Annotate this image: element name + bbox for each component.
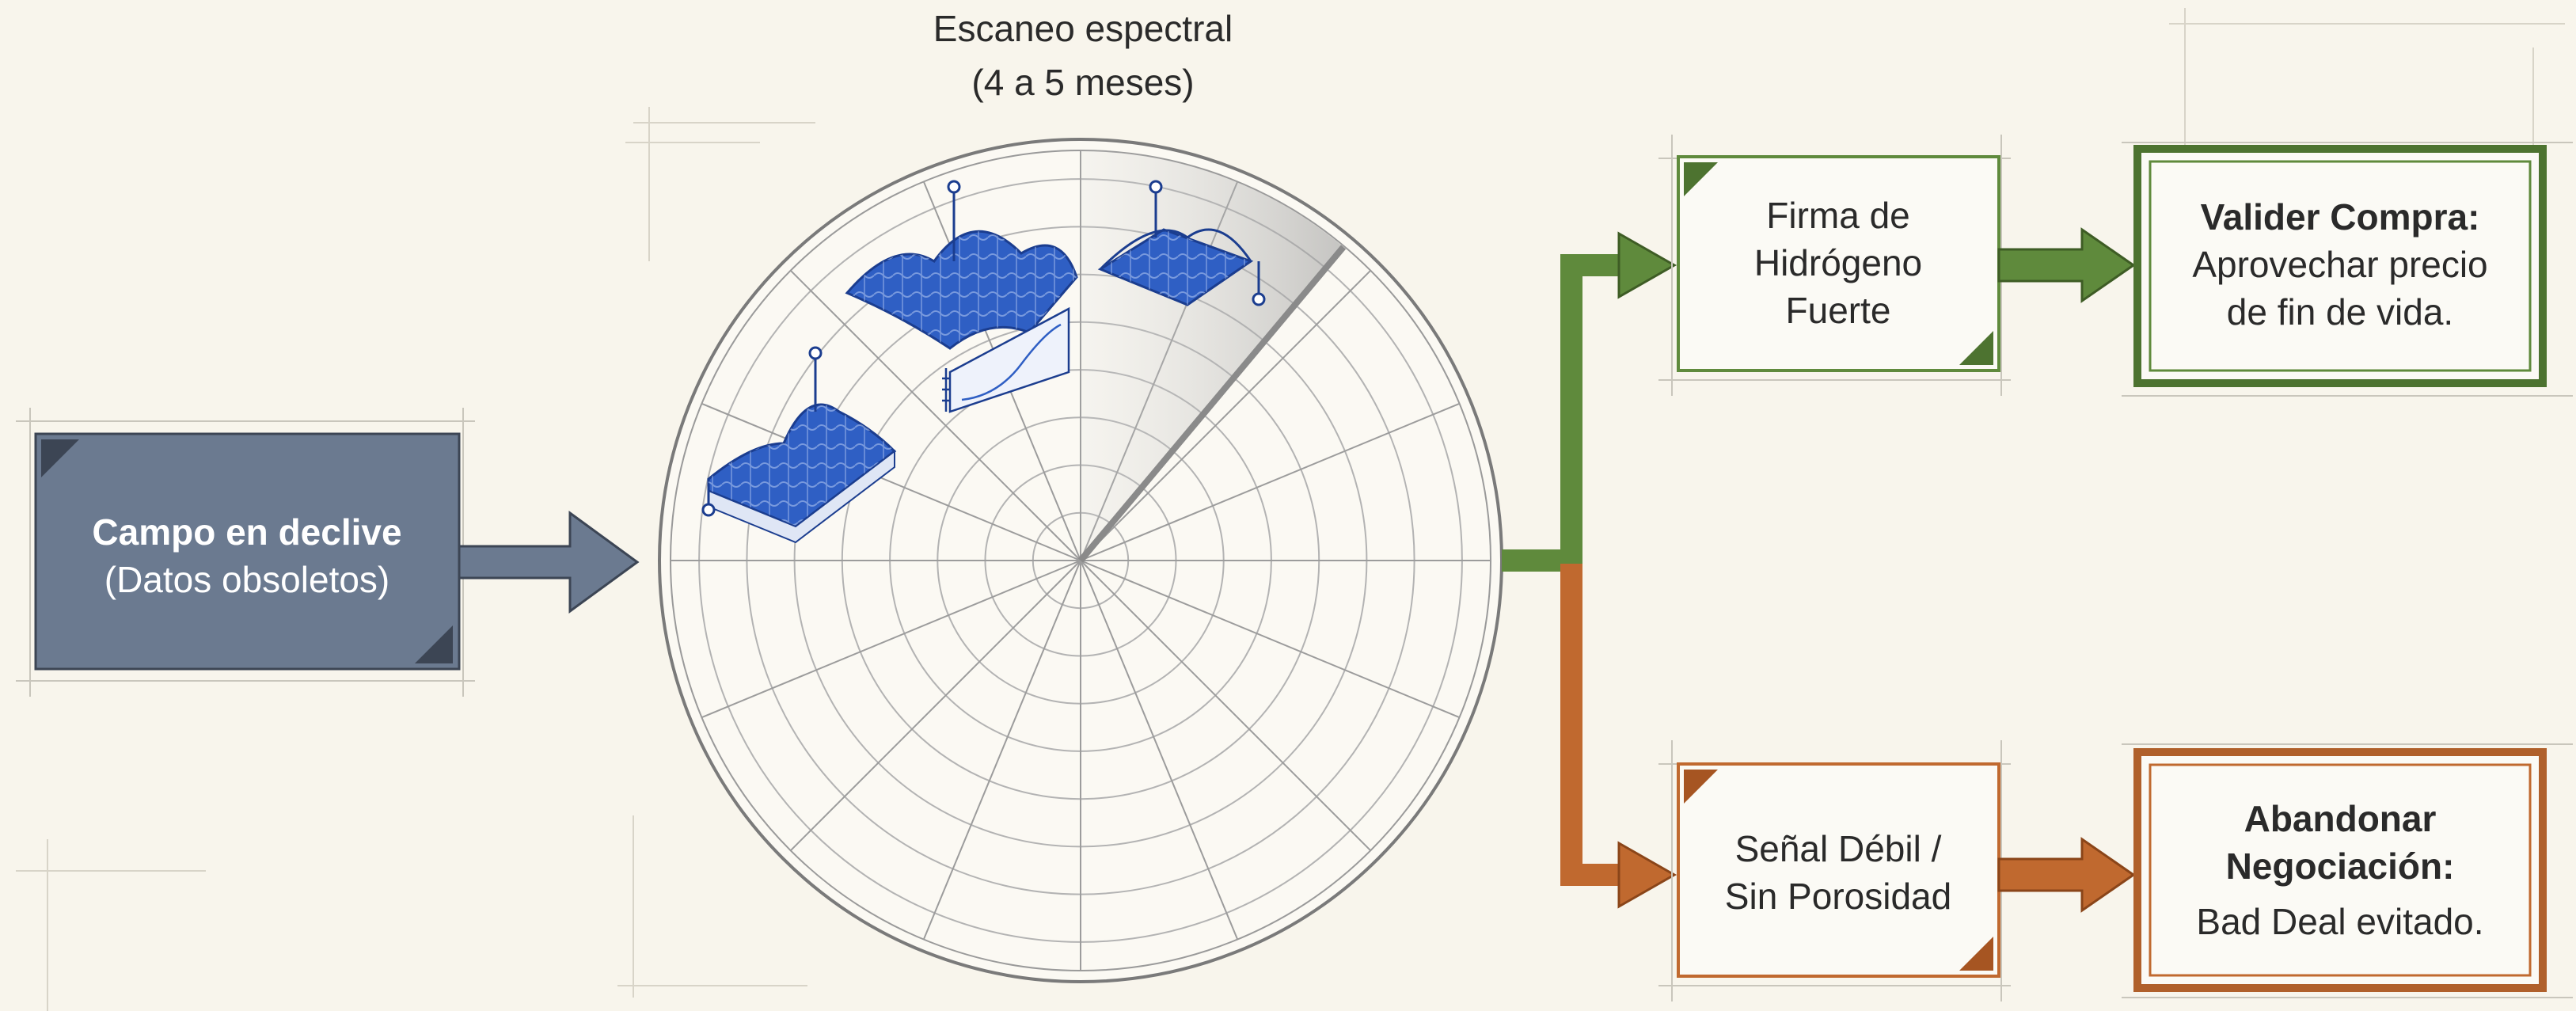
orange-connector	[1560, 564, 1623, 886]
grid-spoke	[1080, 560, 1239, 940]
scan-subtitle: (4 a 5 meses)	[971, 62, 1194, 103]
result-box-abandon	[2133, 748, 2547, 992]
lower-condition-node: Señal Débil / Sin Porosidad	[1658, 740, 2011, 1001]
grid-spoke	[701, 402, 1081, 561]
corner-marker	[1959, 937, 1993, 971]
condition-strong-line-3: Fuerte	[1786, 290, 1891, 331]
input-box-subtitle: (Datos obsoletos)	[104, 559, 390, 600]
sweep-line	[1077, 245, 1347, 563]
upper-condition-node: Firma de Hidrógeno Fuerte	[1658, 135, 2011, 396]
condition-strong-line-1: Firma de	[1766, 195, 1909, 236]
corner-marker	[415, 625, 453, 663]
corner-marker	[1684, 770, 1718, 804]
surface-plot-icon	[1097, 180, 1266, 306]
input-box-title: Campo en declive	[92, 511, 401, 553]
corner-marker	[1959, 331, 1993, 365]
green-arrowhead	[1617, 231, 1677, 299]
grid-spoke	[922, 560, 1081, 940]
background-guides	[16, 8, 2565, 1011]
result-buy-line-1: Aprovechar precio	[2192, 244, 2487, 285]
result-buy-title: Valider Compra:	[2201, 196, 2480, 238]
condition-box-weak	[1677, 762, 2000, 978]
grid-spoke	[1080, 560, 1372, 852]
result-buy-line-2: de fin de vida.	[2227, 291, 2453, 333]
arrow-input-to-scan	[458, 511, 640, 614]
corner-marker	[41, 439, 79, 477]
result-abandon-title-line-2: Negociación:	[2226, 846, 2455, 887]
orange-arrowhead	[1617, 841, 1677, 909]
grid-spoke	[701, 560, 1081, 719]
green-connector	[1502, 254, 1623, 572]
condition-strong-line-2: Hidrógeno	[1754, 242, 1922, 283]
grid-spoke	[789, 269, 1081, 561]
grid-spoke	[1080, 560, 1460, 719]
split-connectors	[1502, 231, 1677, 909]
input-node: Campo en declive (Datos obsoletos)	[16, 408, 475, 697]
surface-plot-icon	[845, 180, 1078, 350]
arrow-strong-to-buy	[1997, 227, 2136, 303]
surface-plot-icon	[701, 346, 897, 544]
corner-marker	[1684, 162, 1718, 196]
arrow-weak-to-abandon	[1997, 837, 2136, 913]
result-box-buy	[2133, 145, 2547, 387]
grid-spoke	[1080, 402, 1460, 561]
grid-spoke	[789, 560, 1081, 852]
lower-result-node: Abandonar Negociación: Bad Deal evitado.	[2122, 743, 2573, 998]
polar-scanner	[658, 138, 1503, 983]
condition-weak-line-1: Señal Débil /	[1735, 828, 1942, 869]
grid-spoke	[1080, 269, 1372, 561]
chart-panel-icon	[942, 306, 1070, 413]
scan-title: Escaneo espectral	[933, 8, 1233, 49]
condition-weak-line-2: Sin Porosidad	[1725, 876, 1951, 917]
upper-result-node: Valider Compra: Aprovechar precio de fin…	[2122, 142, 2573, 397]
input-box	[34, 432, 461, 671]
result-abandon-line-1: Bad Deal evitado.	[2196, 901, 2483, 942]
result-abandon-title-line-1: Abandonar	[2244, 798, 2437, 839]
condition-box-strong	[1677, 155, 2000, 372]
